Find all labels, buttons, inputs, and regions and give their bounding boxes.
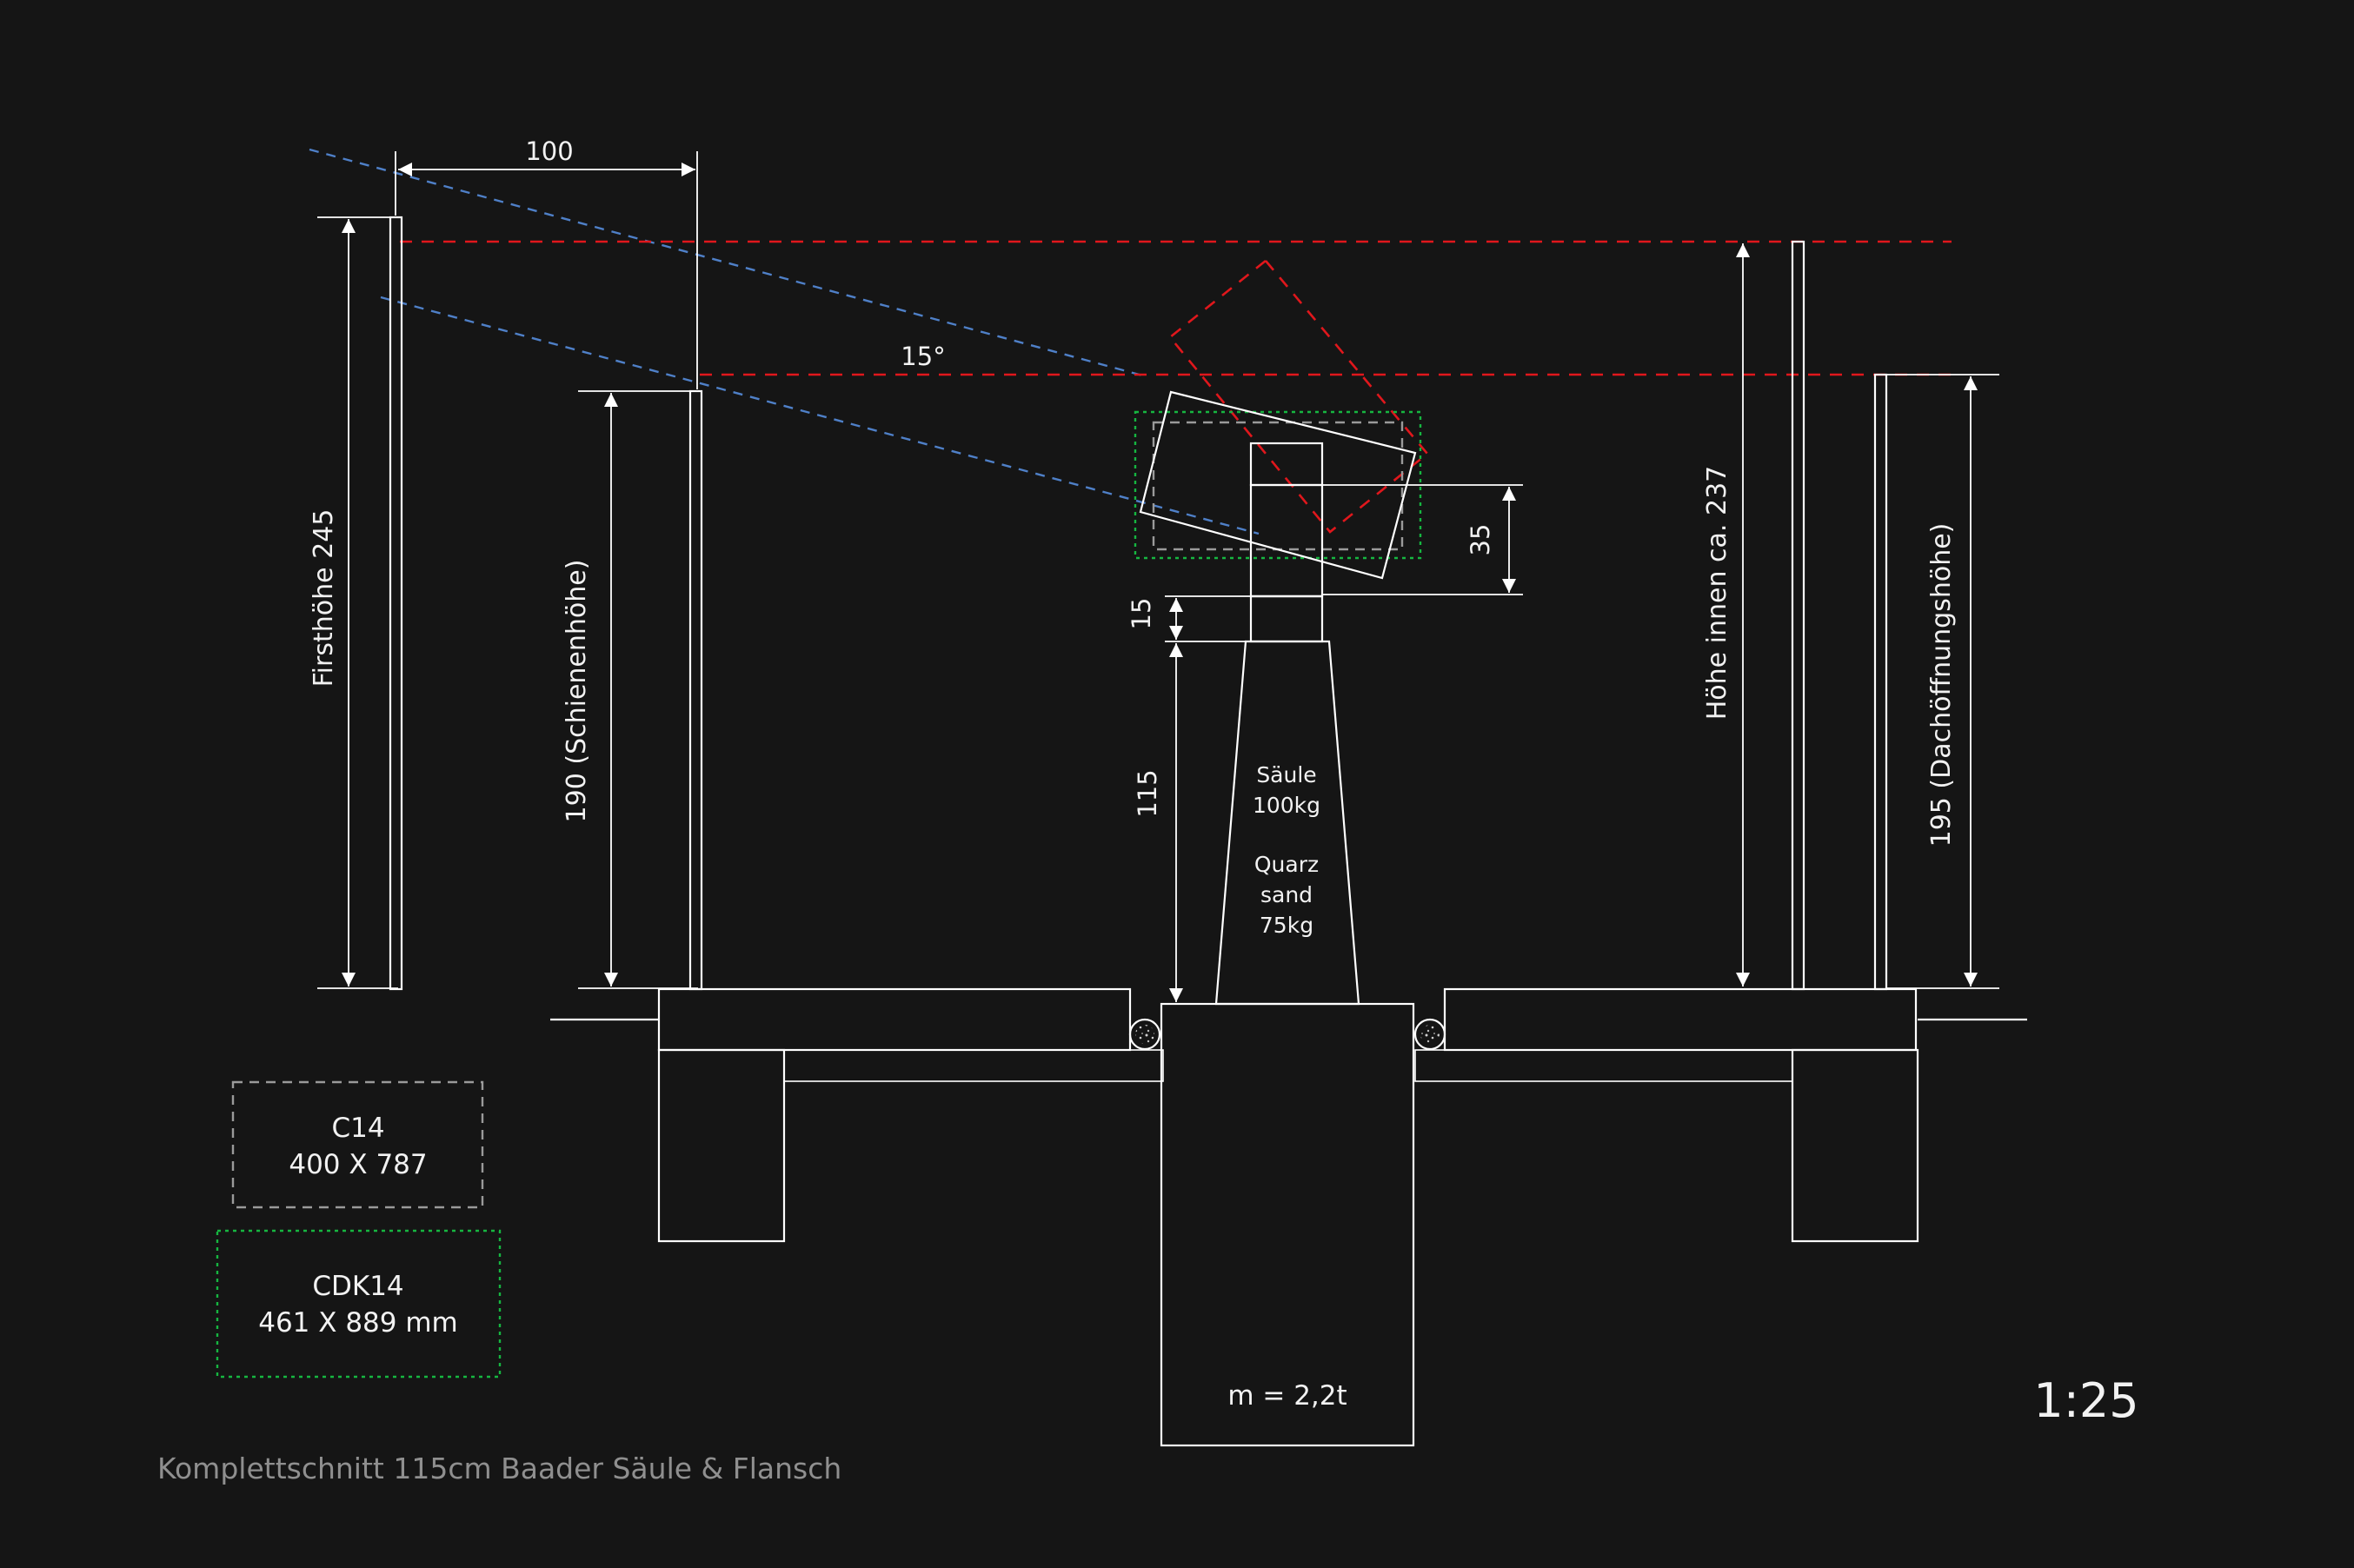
cdk14-outline — [1134, 410, 1422, 560]
gravel-bed-left — [783, 1049, 1164, 1082]
roof-slope-lower — [380, 296, 1260, 535]
legend-cdk14-name: CDK14 — [312, 1271, 403, 1302]
legend-cdk14-box — [216, 1229, 502, 1379]
dim-inner-height: Höhe innen ca. 237 — [1702, 243, 1750, 987]
gravel-bed-right — [1414, 1049, 1793, 1082]
floor-slab-right — [1443, 987, 1918, 1052]
pier-label-3: Quarz — [1254, 852, 1319, 877]
left-rail-post — [688, 389, 703, 991]
foundation: m = 2,2t — [550, 987, 2027, 1447]
flange-plate — [1249, 595, 1324, 643]
drawing-caption: Komplettschnitt 115cm Baader Säule & Fla… — [157, 1452, 841, 1485]
dim-opening-height-label: 195 (Dachöffnungshöhe) — [1926, 523, 1957, 847]
dim-top-span-label: 100 — [525, 136, 573, 166]
dim-opening-height: 195 (Dachöffnungshöhe) — [1886, 374, 1999, 989]
right-inner-post — [1791, 240, 1805, 991]
legend-c14-box — [231, 1080, 484, 1209]
roof-slope-lines — [309, 148, 1260, 535]
pier-label-2: 100kg — [1253, 793, 1320, 818]
dim-flange-35-label: 35 — [1466, 524, 1495, 556]
dim-flange: 35 15 — [1127, 484, 1523, 642]
dim-flange-15-label: 15 — [1127, 598, 1156, 630]
dim-rail-height-label: 190 (Schienenhöhe) — [562, 560, 592, 823]
left-ridge-post — [389, 216, 403, 991]
pier-label-4: sand — [1260, 882, 1313, 907]
joint-left — [1128, 1018, 1161, 1051]
pier-column — [1214, 640, 1360, 1006]
dim-rail-height: 190 (Schienenhöhe) — [562, 390, 698, 989]
telescope-swing-envelope — [1168, 259, 1429, 534]
strip-footing-left — [657, 1048, 786, 1243]
dim-pier-height: 115 — [1133, 643, 1183, 1002]
right-opening-post — [1873, 373, 1888, 991]
pier-label-1: Säule — [1256, 762, 1316, 787]
legend: C14 400 X 787 CDK14 461 X 889 mm — [216, 1080, 502, 1379]
scale-label: 1:25 — [2033, 1373, 2138, 1428]
roof-slope-upper — [309, 148, 1147, 378]
legend-c14-name: C14 — [331, 1113, 384, 1144]
strip-footing-right — [1791, 1048, 1919, 1243]
legend-c14-size: 400 X 787 — [289, 1149, 427, 1180]
dim-inner-height-label: Höhe innen ca. 237 — [1702, 466, 1732, 721]
dim-pier-height-label: 115 — [1133, 769, 1162, 817]
dim-ridge-height-label: Firsthöhe 245 — [309, 509, 339, 688]
foundation-mass: m = 2,2t — [1227, 1380, 1347, 1412]
floor-slab-left — [657, 987, 1132, 1052]
pier-foundation — [1160, 1002, 1415, 1447]
dim-ridge-height: Firsthöhe 245 — [309, 216, 398, 989]
pier: Säule 100kg Quarz sand 75kg — [1214, 442, 1360, 1006]
flange-adapter — [1249, 483, 1324, 598]
walls — [389, 216, 1888, 991]
legend-cdk14-size: 461 X 889 mm — [258, 1307, 458, 1339]
dim-top-span: 100 — [395, 136, 698, 389]
joint-right — [1413, 1018, 1446, 1051]
roof-angle-label: 15° — [901, 342, 945, 371]
pier-label-5: 75kg — [1260, 913, 1313, 938]
telescope-tube — [1139, 390, 1417, 580]
